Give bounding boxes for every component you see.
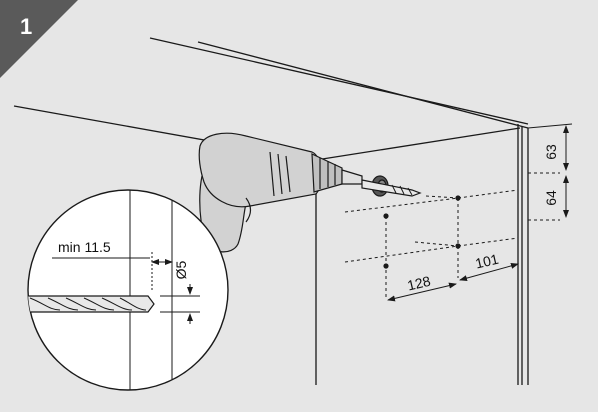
detail-drill-bit	[28, 295, 155, 313]
label-diameter: Ø5	[173, 260, 189, 279]
hole-bottom-right	[455, 243, 461, 249]
ceiling-line-bottom	[197, 41, 529, 129]
bit-flutes	[29, 297, 147, 311]
dimension-101: 101	[474, 251, 501, 272]
power-drill-icon	[198, 132, 422, 253]
label-min-depth: min 11.5	[58, 239, 111, 255]
drill-holes	[383, 195, 461, 269]
vertical-dimensions	[527, 123, 573, 218]
detail-magnifier: min 11.5 Ø5	[27, 189, 229, 391]
hole-guides	[344, 172, 560, 300]
step-badge	[0, 0, 78, 78]
step-number: 1	[20, 14, 32, 39]
hole-top-left	[383, 213, 389, 219]
ceiling-inner-edge	[315, 127, 521, 161]
ceiling-line-top	[149, 37, 529, 125]
detail-circle	[27, 189, 229, 391]
dimension-63: 63	[543, 144, 559, 160]
dimension-128: 128	[406, 273, 433, 294]
hole-top-right	[455, 195, 461, 201]
hole-bottom-left	[383, 263, 389, 269]
dimension-64: 64	[543, 190, 559, 206]
horizontal-dimensions	[387, 262, 519, 302]
